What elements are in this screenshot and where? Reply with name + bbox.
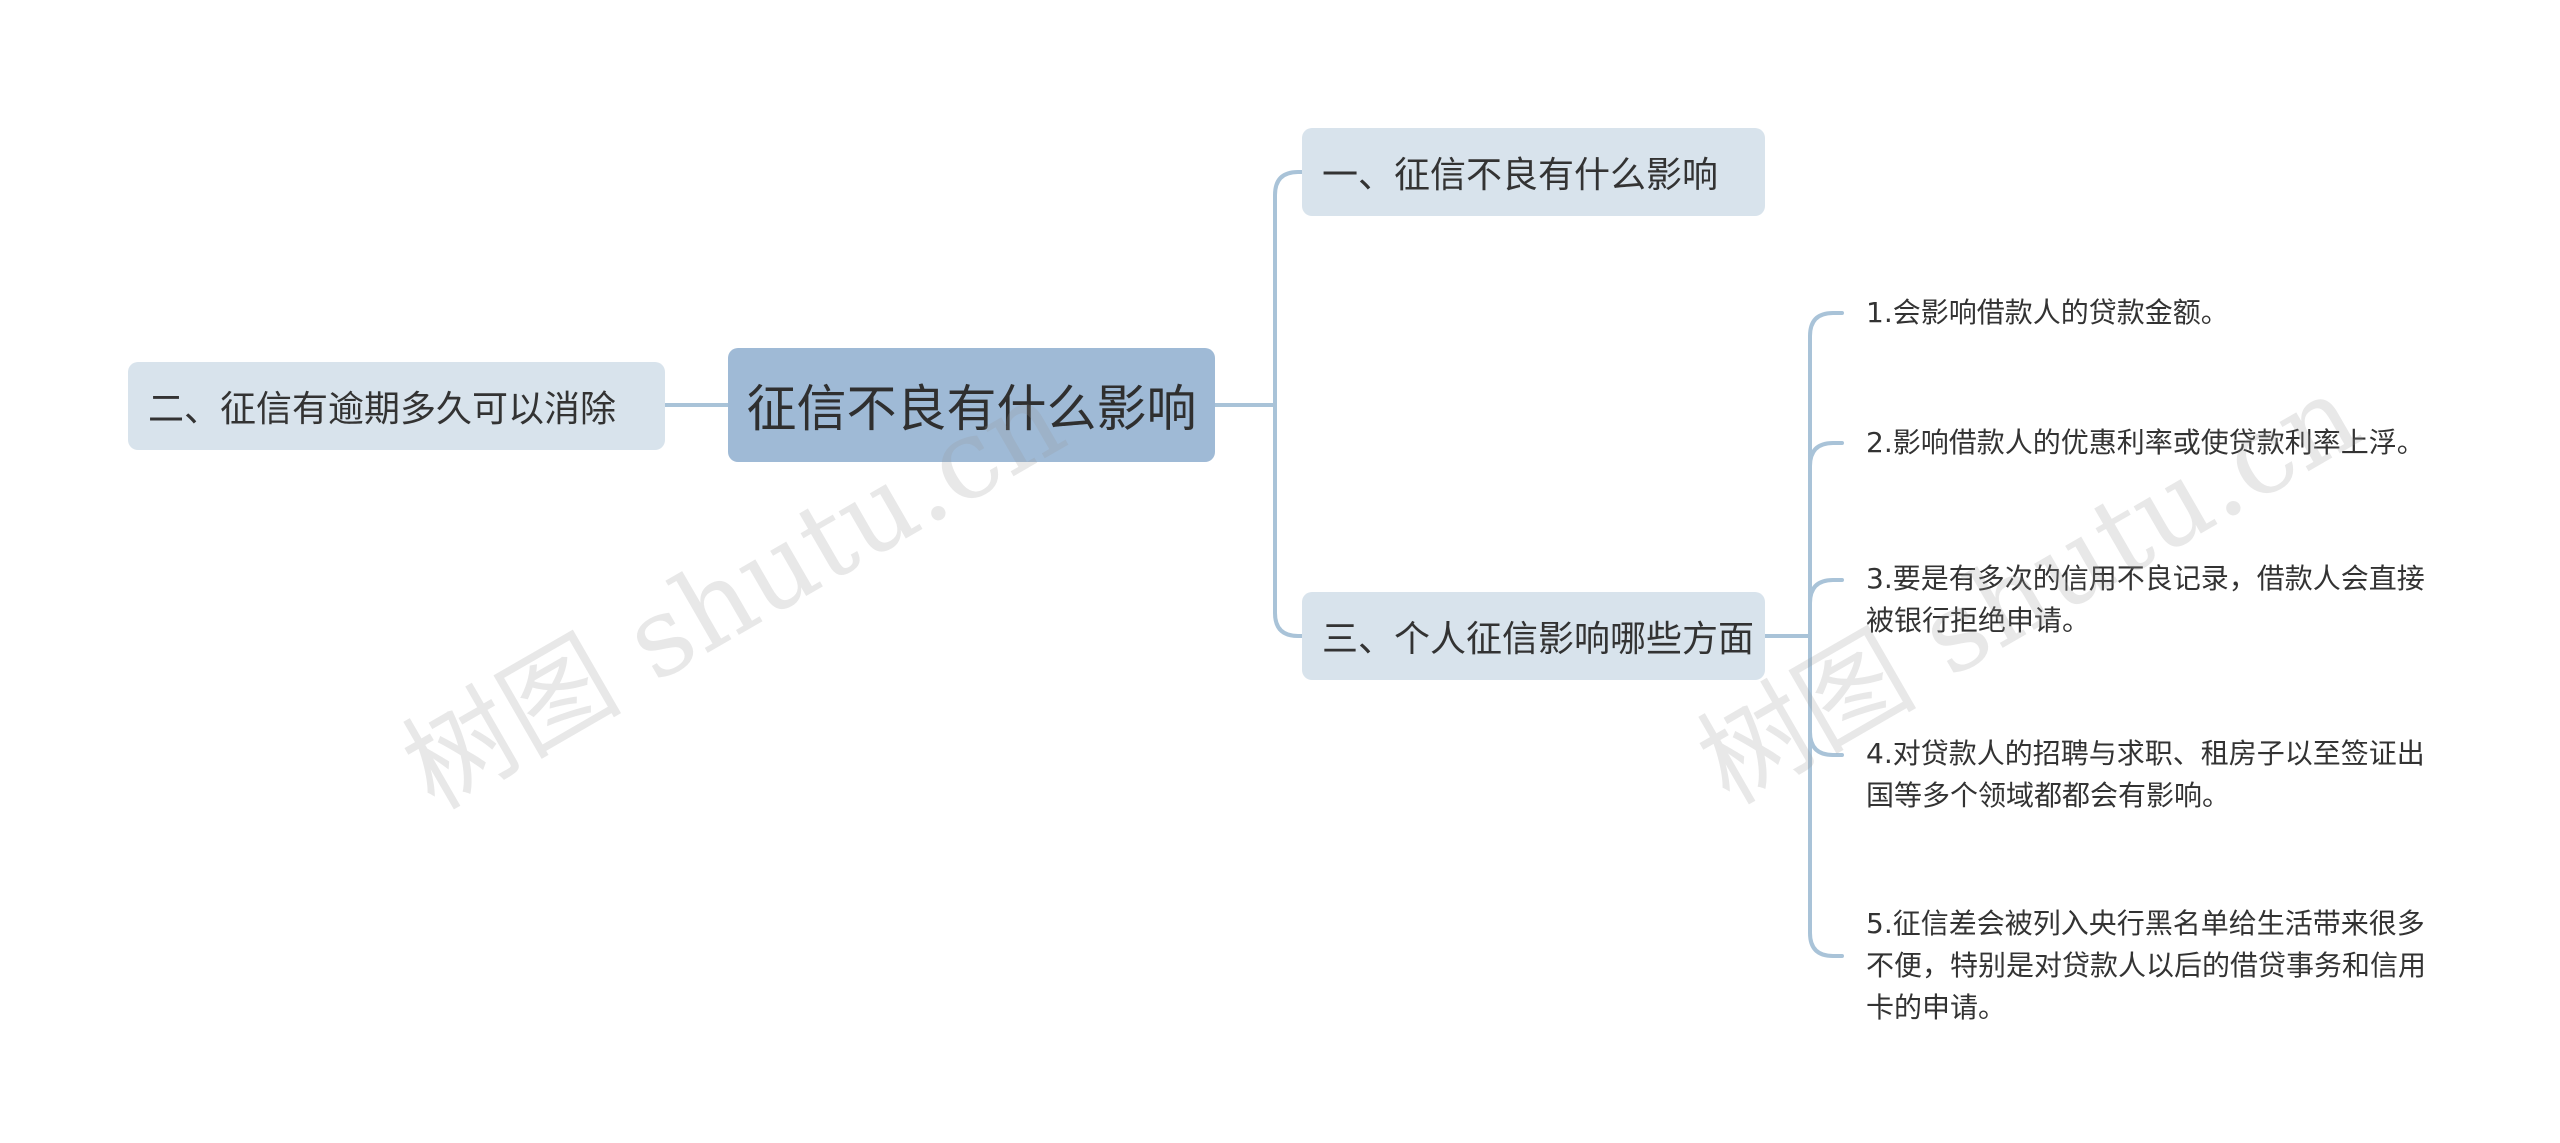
connector-leaf-1 (1808, 311, 1844, 638)
connector-trunk-branch-1 (1273, 170, 1304, 407)
root-node[interactable]: 征信不良有什么影响 (728, 348, 1215, 462)
leaf-node-2[interactable]: 2.影响借款人的优惠利率或使贷款利率上浮。 (1866, 422, 2425, 464)
connector-trunk-branch-3 (1273, 403, 1304, 638)
leaf-line: 国等多个领域都都会有影响。 (1866, 779, 2231, 812)
leaf-line: 3.要是有多次的信用不良记录，借款人会直接 (1866, 562, 2425, 595)
leaf-node-4[interactable]: 4.对贷款人的招聘与求职、租房子以至签证出 国等多个领域都都会有影响。 (1866, 733, 2425, 817)
connector-leaf-2 (1808, 441, 1844, 468)
leaf-line: 5.征信差会被列入央行黑名单给生活带来很多 (1866, 907, 2425, 940)
branch-node-1[interactable]: 一、征信不良有什么影响 (1302, 128, 1765, 216)
branch-node-2[interactable]: 二、征信有逾期多久可以消除 (128, 362, 665, 450)
leaf-line: 2.影响借款人的优惠利率或使贷款利率上浮。 (1866, 426, 2425, 459)
leaf-line: 被银行拒绝申请。 (1866, 604, 2091, 637)
leaf-line: 不便，特别是对贷款人以后的借贷事务和信用 (1866, 949, 2427, 982)
branch-label: 三、个人征信影响哪些方面 (1322, 619, 1755, 660)
leaf-node-5[interactable]: 5.征信差会被列入央行黑名单给生活带来很多 不便，特别是对贷款人以后的借贷事务和… (1866, 903, 2426, 1029)
leaf-line: 卡的申请。 (1866, 991, 2007, 1024)
leaf-node-3[interactable]: 3.要是有多次的信用不良记录，借款人会直接 被银行拒绝申请。 (1866, 558, 2425, 642)
leaf-line: 4.对贷款人的招聘与求职、租房子以至签证出 (1866, 737, 2425, 770)
branch-node-3[interactable]: 三、个人征信影响哪些方面 (1302, 592, 1765, 680)
root-label: 征信不良有什么影响 (746, 380, 1197, 438)
connector-leaf-4 (1808, 634, 1844, 757)
leaf-node-1[interactable]: 1.会影响借款人的贷款金额。 (1866, 292, 2229, 334)
leaf-line: 1.会影响借款人的贷款金额。 (1866, 296, 2229, 329)
connector-leaf-3 (1808, 578, 1844, 605)
branch-label: 一、征信不良有什么影响 (1322, 155, 1719, 196)
branch-label: 二、征信有逾期多久可以消除 (148, 389, 617, 430)
connector-leaf-5 (1808, 634, 1844, 958)
